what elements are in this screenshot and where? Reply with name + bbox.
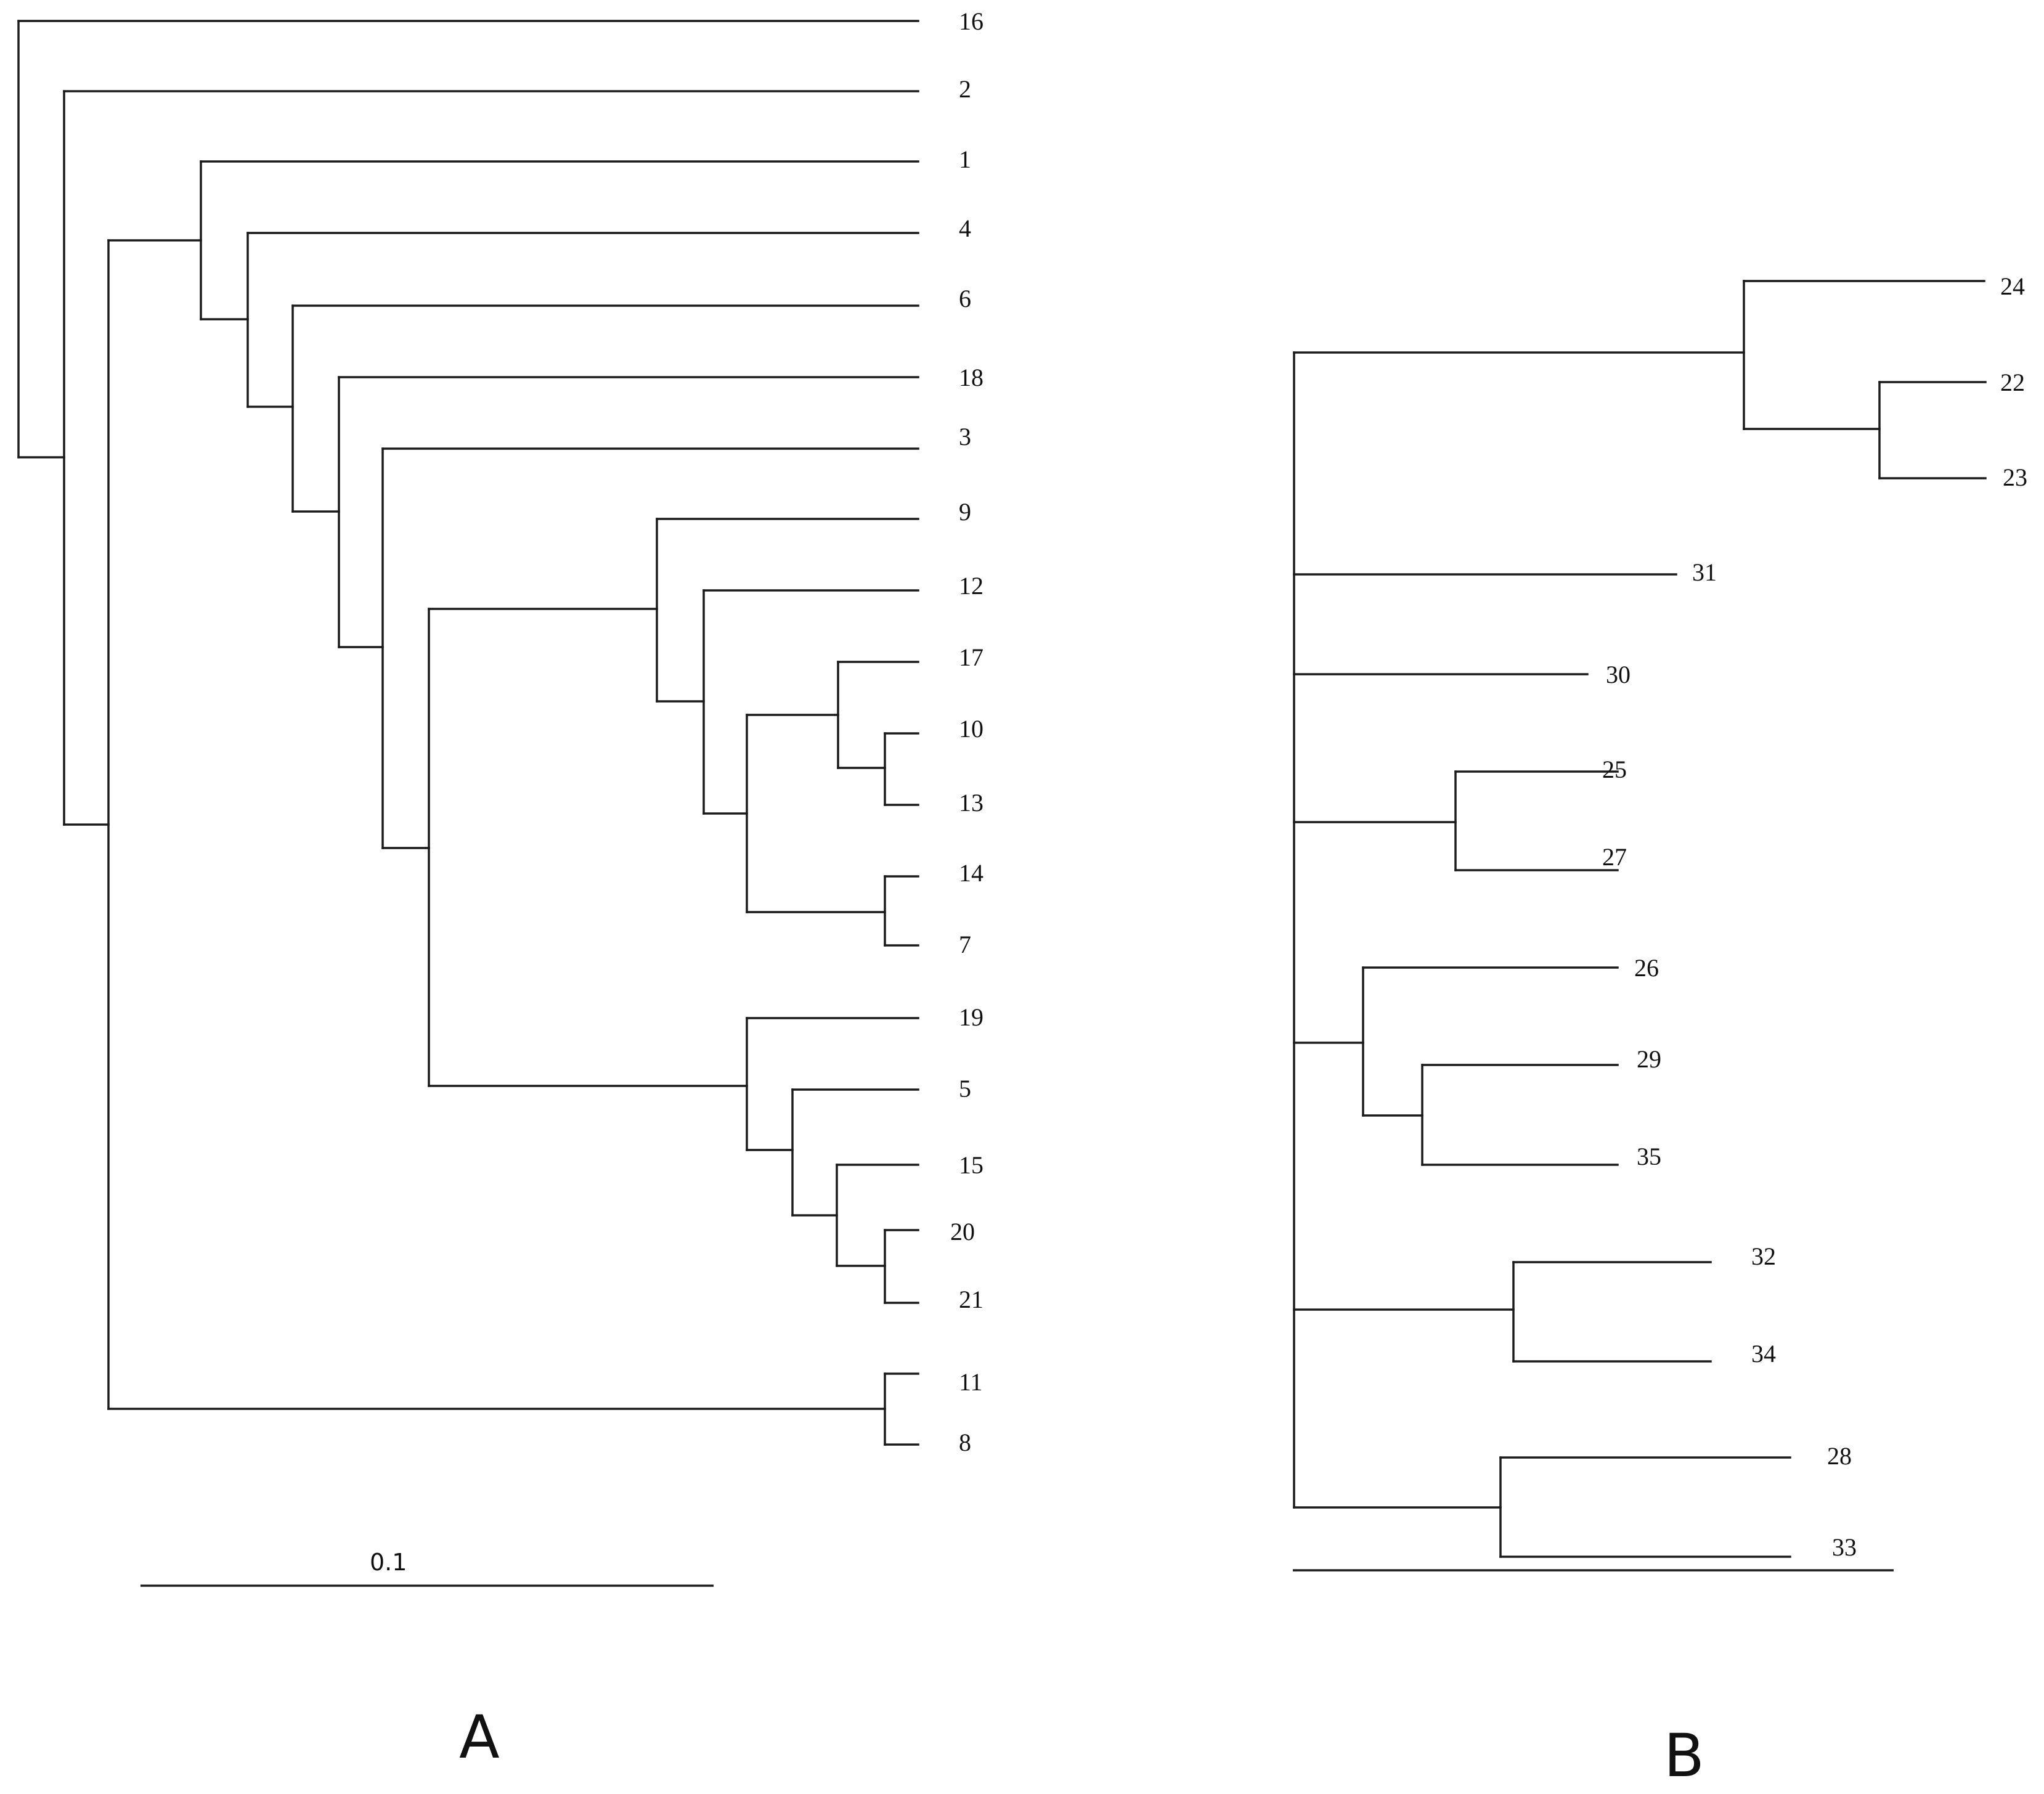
panel-label-b: B	[1664, 1721, 1704, 1790]
scale-bar-a: 0.1	[140, 1549, 714, 1587]
leaf-labels-b: 24 22 23 31 30 25 27 26 29 35 32 34 28 3…	[1602, 272, 2027, 1561]
leaf-label: 4	[959, 214, 971, 242]
leaf-label: 20	[950, 1218, 975, 1246]
leaf-label: 28	[1827, 1442, 1852, 1470]
leaf-label: 31	[1692, 558, 1717, 586]
leaf-label: 21	[959, 1286, 983, 1313]
leaf-label: 15	[959, 1151, 983, 1179]
panel-label-a: A	[459, 1703, 500, 1772]
leaf-label: 24	[2000, 272, 2025, 300]
leaf-label: 22	[2000, 369, 2025, 396]
leaf-label: 32	[1751, 1242, 1776, 1270]
leaf-label: 35	[1637, 1143, 1661, 1170]
leaf-label: 5	[959, 1075, 971, 1103]
leaf-label: 16	[959, 7, 983, 35]
leaf-label: 27	[1602, 843, 1627, 871]
leaf-label: 11	[959, 1368, 983, 1396]
leaf-label: 34	[1751, 1340, 1776, 1368]
leaf-label: 12	[959, 572, 983, 600]
leaf-label: 3	[959, 423, 971, 451]
dendrogram-b	[1293, 280, 1987, 1558]
leaf-label: 19	[959, 1003, 983, 1031]
leaf-label: 9	[959, 498, 971, 526]
leaf-label: 8	[959, 1429, 971, 1456]
leaf-label: 30	[1606, 661, 1631, 688]
leaf-label: 26	[1634, 954, 1659, 982]
leaf-label: 10	[959, 715, 983, 743]
leaf-label: 29	[1637, 1045, 1661, 1073]
leaf-label: 33	[1832, 1533, 1857, 1561]
leaf-label: 6	[959, 285, 971, 312]
dendrogram-a	[17, 20, 919, 1446]
leaf-label: 25	[1602, 756, 1627, 783]
leaf-label: 14	[959, 859, 983, 887]
leaf-label: 13	[959, 789, 983, 817]
leaf-label: 2	[959, 75, 971, 103]
leaf-label: 18	[959, 364, 983, 391]
leaf-label: 1	[959, 145, 971, 173]
leaf-label: 17	[959, 643, 983, 671]
leaf-label: 7	[959, 931, 971, 958]
scale-bar-label: 0.1	[370, 1549, 407, 1576]
leaf-labels-a: 16 2 1 4 6 18 3 9 12 17 10 13 14 7 19 5 …	[950, 7, 983, 1456]
leaf-label: 23	[2003, 463, 2027, 491]
